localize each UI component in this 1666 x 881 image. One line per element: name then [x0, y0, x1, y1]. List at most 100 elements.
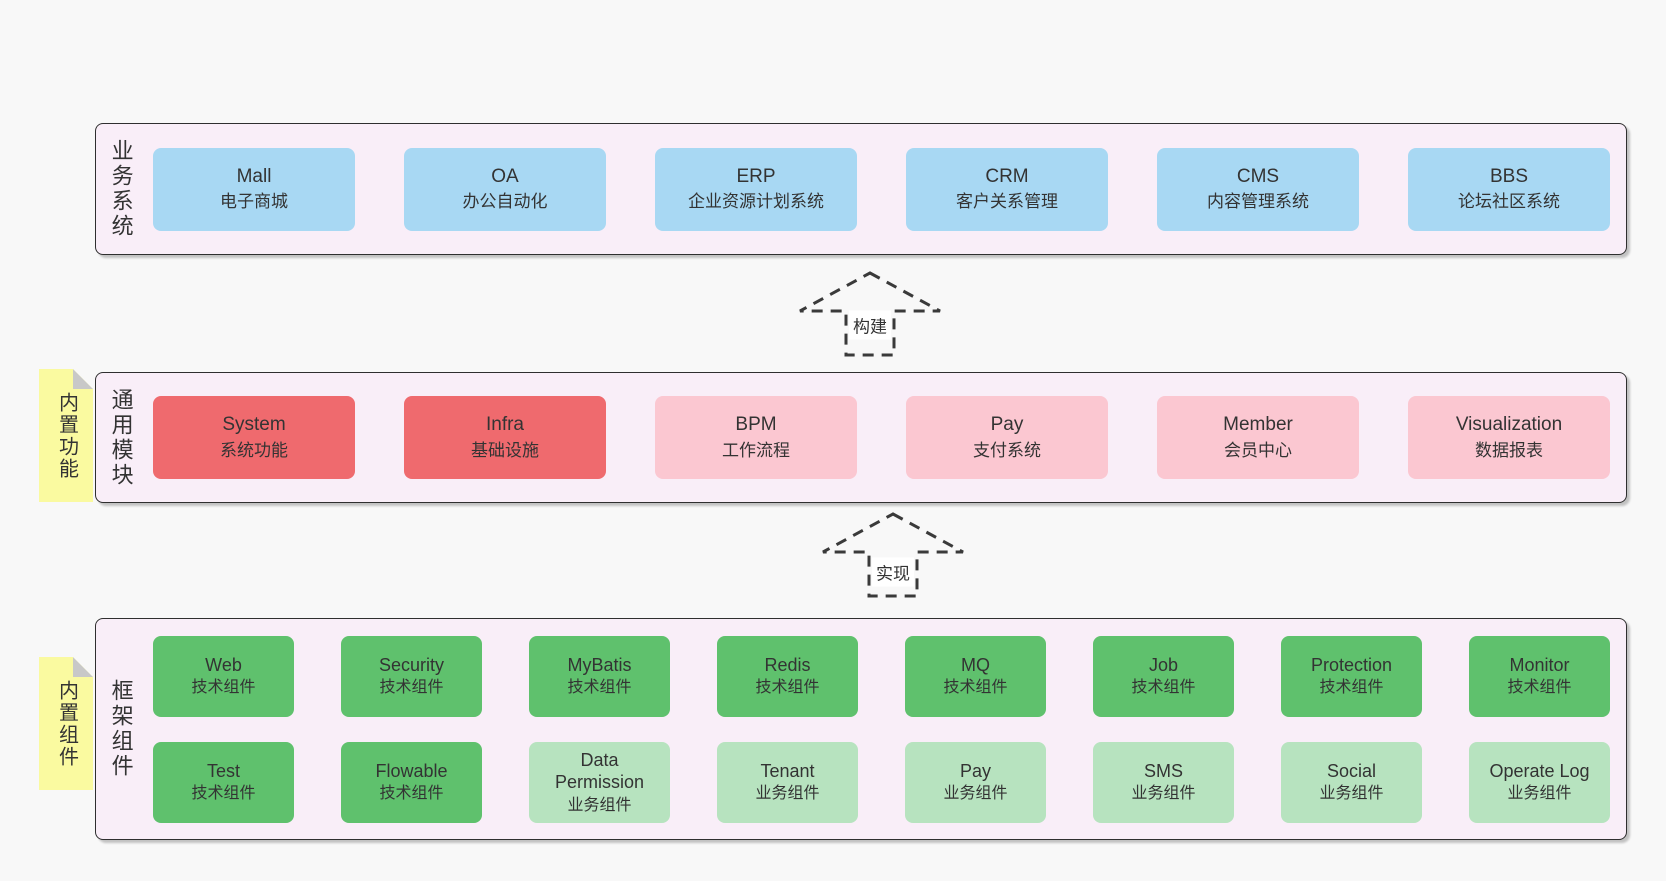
box-title: BPM — [735, 414, 777, 436]
box-subtitle: 技术组件 — [379, 785, 444, 803]
box-subtitle: 技术组件 — [1507, 679, 1572, 697]
box-mq: MQ 技术组件 — [905, 635, 1046, 717]
box-title: Protection — [1310, 654, 1393, 675]
box-operate-log: Operate Log 业务组件 — [1469, 741, 1610, 823]
box-subtitle: 技术组件 — [1319, 679, 1384, 697]
implement-arrow-label: 实现 — [872, 557, 914, 587]
box-infra: Infra 基础设施 — [404, 396, 606, 479]
box-title: Tenant — [760, 760, 815, 781]
box-title: MyBatis — [567, 654, 632, 675]
box-monitor: Monitor 技术组件 — [1469, 635, 1610, 717]
box-subtitle: 业务组件 — [1319, 785, 1384, 803]
box-title: Flowable — [375, 760, 448, 781]
box-title: CMS — [1236, 165, 1280, 187]
box-protection: Protection 技术组件 — [1281, 635, 1422, 717]
box-sms: SMS 业务组件 — [1093, 741, 1234, 823]
box-title: Monitor — [1509, 654, 1570, 675]
box-title: CRM — [985, 165, 1029, 187]
box-title: Pay — [990, 414, 1024, 436]
box-social: Social 业务组件 — [1281, 741, 1422, 823]
box-web: Web 技术组件 — [153, 635, 294, 717]
box-subtitle: 技术组件 — [191, 785, 256, 803]
layer-label-common-modules: 通用模块 — [108, 387, 134, 488]
box-title: Test — [206, 760, 240, 781]
box-subtitle: 数据报表 — [1475, 440, 1543, 460]
box-title: Mall — [236, 165, 272, 187]
box-subtitle: 技术组件 — [191, 679, 256, 697]
sticky-tab-label: 内置组件 — [55, 679, 78, 768]
box-member: Member 会员中心 — [1157, 396, 1359, 479]
box-subtitle: 业务组件 — [943, 785, 1008, 803]
box-subtitle: 技术组件 — [567, 679, 632, 697]
box-title: Infra — [485, 414, 525, 436]
box-redis: Redis 技术组件 — [717, 635, 858, 717]
box-subtitle: 系统功能 — [220, 440, 288, 460]
box-tenant: Tenant 业务组件 — [717, 741, 858, 823]
box-subtitle: 业务组件 — [1131, 785, 1196, 803]
box-title: MQ — [961, 654, 990, 675]
modules-boxes-row: System 系统功能 Infra 基础设施 BPM 工作流程 Pay 支付系统 Member 会… — [153, 373, 1610, 502]
box-pay: Pay 业务组件 — [905, 741, 1046, 823]
box-title: System — [222, 414, 286, 436]
box-crm: CRM 客户关系管理 — [906, 147, 1108, 231]
box-title: Redis — [764, 654, 811, 675]
box-system: System 系统功能 — [153, 396, 355, 479]
box-title: Security — [378, 654, 445, 675]
box-subtitle: 支付系统 — [973, 440, 1041, 460]
box-visualization: Visualization 数据报表 — [1408, 396, 1610, 479]
box-subtitle: 论坛社区系统 — [1458, 192, 1560, 212]
layer-label-framework-components: 框架组件 — [108, 679, 134, 779]
box-subtitle: 内容管理系统 — [1207, 192, 1309, 212]
implement-arrow: 实现 — [813, 512, 973, 598]
sticky-tab-label: 内置功能 — [55, 391, 78, 480]
box-subtitle: 技术组件 — [379, 679, 444, 697]
box-subtitle: 业务组件 — [567, 796, 632, 814]
folded-corner-icon — [73, 657, 93, 677]
box-title: ERP — [736, 165, 776, 187]
box-title: Visualization — [1455, 414, 1563, 436]
sticky-tab-built-in-components: 内置组件 — [39, 657, 93, 790]
sticky-tab-built-in-features: 内置功能 — [39, 369, 93, 502]
box-title: Operate Log — [1489, 760, 1590, 781]
box-title: Job — [1148, 654, 1179, 675]
box-title: OA — [491, 165, 519, 187]
folded-corner-icon — [73, 369, 93, 389]
box-subtitle: 技术组件 — [755, 679, 820, 697]
box-subtitle: 工作流程 — [722, 440, 790, 460]
box-flowable: Flowable 技术组件 — [341, 741, 482, 823]
box-title: Member — [1223, 414, 1293, 436]
box-title: Data Permission — [554, 749, 645, 793]
box-job: Job 技术组件 — [1093, 635, 1234, 717]
box-subtitle: 技术组件 — [1131, 679, 1196, 697]
box-test: Test 技术组件 — [153, 741, 294, 823]
box-subtitle: 客户关系管理 — [956, 192, 1058, 212]
box-subtitle: 电子商城 — [220, 192, 288, 212]
box-title: Social — [1326, 760, 1377, 781]
box-title: BBS — [1489, 165, 1529, 187]
build-arrow-label: 构建 — [849, 310, 891, 340]
box-cms: CMS 内容管理系统 — [1157, 147, 1359, 231]
box-title: Pay — [959, 760, 992, 781]
box-bpm: BPM 工作流程 — [655, 396, 857, 479]
box-title: Web — [205, 654, 242, 675]
box-subtitle: 业务组件 — [1507, 785, 1572, 803]
box-subtitle: 基础设施 — [471, 440, 539, 460]
box-subtitle: 技术组件 — [943, 679, 1008, 697]
layer-label-business-systems: 业务系统 — [108, 139, 134, 239]
box-bbs: BBS 论坛社区系统 — [1408, 147, 1610, 231]
box-title: SMS — [1143, 760, 1183, 781]
box-pay: Pay 支付系统 — [906, 396, 1108, 479]
box-subtitle: 业务组件 — [755, 785, 820, 803]
box-subtitle: 会员中心 — [1224, 440, 1292, 460]
dashed-up-arrow-icon — [822, 512, 964, 598]
build-arrow: 构建 — [790, 271, 950, 357]
layer-common-modules: 通用模块 System 系统功能 Infra 基础设施 BPM 工作流程 Pay 支付系统 Me… — [95, 372, 1627, 503]
